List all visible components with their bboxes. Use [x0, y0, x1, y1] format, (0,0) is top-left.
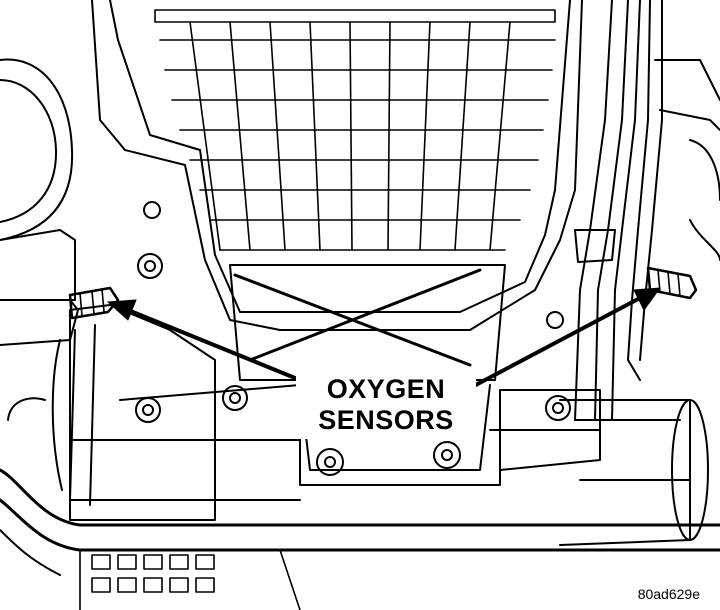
transmission-pan [91, 0, 583, 381]
right-lines [559, 0, 720, 546]
left-components [0, 58, 79, 421]
callout-line-1: OXYGEN [326, 374, 446, 404]
callout-line-2: SENSORS [318, 405, 454, 435]
figure-id: 80ad629e [637, 586, 700, 602]
oxygen-sensors-label: OXYGEN SENSORS [296, 372, 476, 439]
arrow-right-head [633, 287, 661, 311]
arrow-left-sensor [126, 308, 302, 382]
arrow-right-sensor [468, 296, 642, 390]
arrow-left-head [107, 299, 137, 321]
callout-arrows [107, 287, 661, 390]
frame-rail [0, 468, 720, 576]
lower-pan [79, 549, 301, 610]
bolts [135, 201, 571, 476]
exhaust-converter [51, 286, 216, 521]
